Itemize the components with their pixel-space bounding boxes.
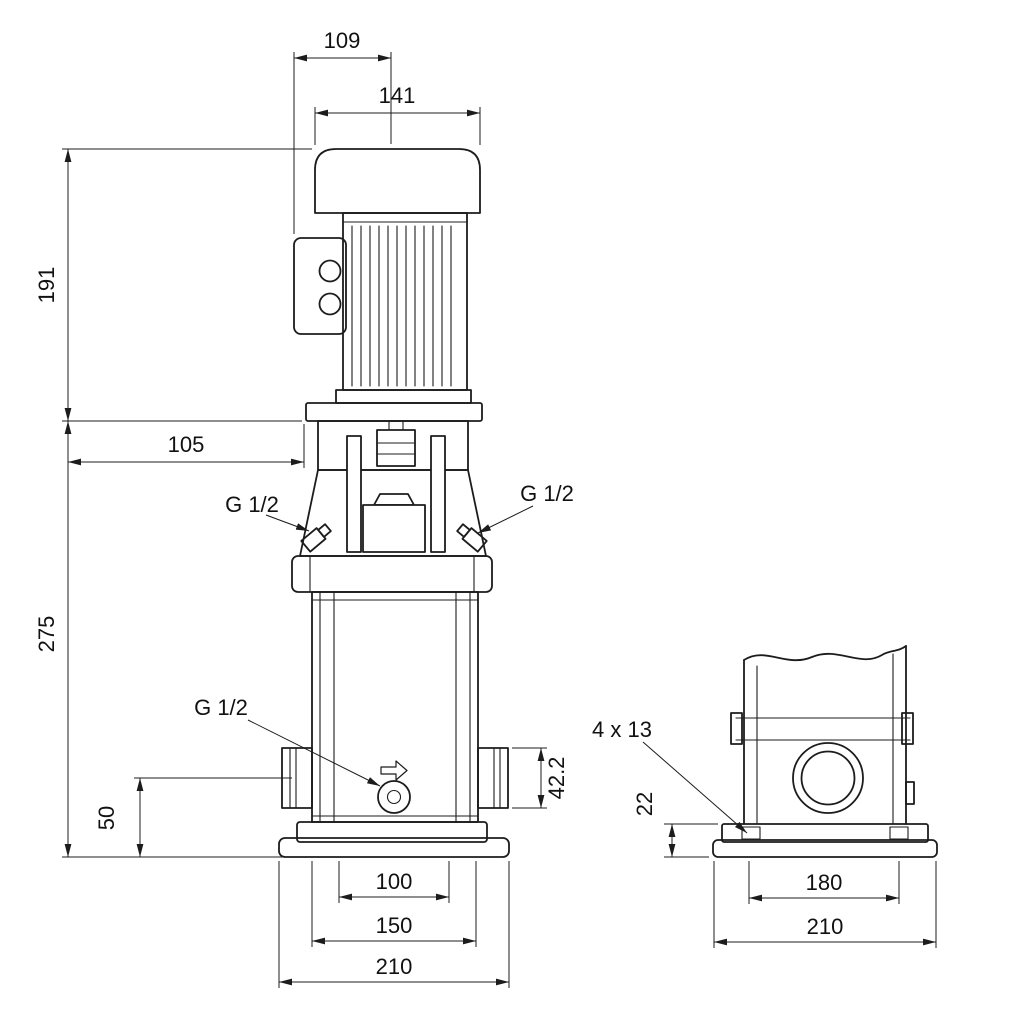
- dim-42: [512, 747, 547, 809]
- clamp-lug-right: [901, 712, 914, 745]
- dim-210-front: [278, 861, 510, 988]
- shell-outline: [743, 645, 907, 825]
- bolt-slot-right: [889, 826, 909, 840]
- dim-180-label: 180: [806, 870, 843, 895]
- drain-plug-inner: [386, 789, 402, 805]
- flow-arrow: [380, 760, 408, 781]
- dim-100: [338, 861, 450, 903]
- coupling-lines: [376, 442, 416, 455]
- head-flange-bolts: [309, 555, 475, 593]
- dim-150: [311, 861, 477, 947]
- side-base-foot: [712, 839, 938, 858]
- base-foot: [278, 837, 510, 858]
- port-outer: [792, 742, 864, 814]
- discharge-port: [477, 747, 509, 809]
- head-center-cap: [373, 493, 415, 506]
- coupling: [376, 429, 416, 467]
- base-upper: [296, 821, 488, 843]
- plug-top-right-label: G 1/2: [520, 481, 574, 506]
- dim-50: [134, 777, 292, 857]
- dim-109: [293, 52, 392, 234]
- terminal-box: [293, 237, 347, 335]
- dim-191: [62, 148, 312, 422]
- leader-drain-plug: [247, 719, 381, 787]
- dim-100-label: 100: [376, 869, 413, 894]
- fill-plug-left: [300, 523, 332, 553]
- dim-191-label: 191: [34, 267, 59, 304]
- clamp-band: [735, 717, 911, 741]
- drain-plug-label: G 1/2: [194, 695, 248, 720]
- leader-plug-top-left: [265, 514, 310, 532]
- nameplate-tab: [905, 781, 915, 805]
- clamp-lug-left: [730, 712, 743, 745]
- cable-entry-top: [318, 259, 342, 283]
- motor-flange: [305, 402, 483, 422]
- dim-50-label: 50: [94, 806, 119, 830]
- dimensions: [62, 52, 937, 988]
- coupling-guard-right: [430, 435, 446, 553]
- end-view: [712, 645, 938, 858]
- dim-22: [664, 823, 718, 858]
- dim-141-label: 141: [379, 83, 416, 108]
- leader-line: [477, 505, 534, 534]
- dim-210-end: [713, 861, 937, 948]
- leader-plug-top-right: [477, 505, 534, 534]
- dim-180: [748, 861, 900, 904]
- motor-fan-cover: [314, 148, 481, 214]
- dim-210-end-label: 210: [807, 914, 844, 939]
- motor-foot: [335, 389, 472, 404]
- side-base-upper: [721, 823, 929, 843]
- shell-break-line: [743, 645, 907, 662]
- leader-line: [265, 514, 310, 532]
- dim-141: [314, 107, 481, 145]
- plug-top-left-label: G 1/2: [225, 492, 279, 517]
- fill-plug-right: [456, 523, 488, 553]
- shell-inner-lines: [756, 653, 894, 825]
- dim-275-label: 275: [34, 616, 59, 653]
- dim-22-label: 22: [632, 792, 657, 816]
- cable-entry-bottom: [318, 292, 342, 316]
- head-flange: [291, 555, 493, 593]
- dim-275: [62, 421, 296, 858]
- front-view: [278, 148, 510, 858]
- dim-210-front-label: 210: [376, 954, 413, 979]
- leader-line: [247, 719, 381, 787]
- leader-bolt-holes: [642, 741, 748, 834]
- head-center-block: [362, 504, 426, 553]
- coupling-guard-left: [346, 435, 362, 553]
- shaft-lines: [388, 420, 404, 431]
- chamber-stack: [311, 591, 479, 823]
- motor-body: [342, 212, 468, 391]
- dim-109-label: 109: [324, 28, 361, 53]
- port-inner: [800, 750, 856, 806]
- dim-150-label: 150: [376, 913, 413, 938]
- dimension-labels: 109 141 191 105 275 G 1/2 G 1/2 G 1/2 50…: [34, 28, 843, 979]
- dim-105: [68, 424, 305, 468]
- dim-105-label: 105: [168, 432, 205, 457]
- bolt-slot-left: [741, 826, 761, 840]
- bolt-holes-label: 4 x 13: [592, 717, 652, 742]
- dim-42-label: 42.2: [544, 757, 569, 800]
- motor-fins: [351, 225, 452, 387]
- drain-plug: [377, 780, 411, 814]
- tie-rods: [311, 591, 479, 823]
- leader-line: [642, 741, 748, 834]
- discharge-port-lines: [493, 747, 501, 809]
